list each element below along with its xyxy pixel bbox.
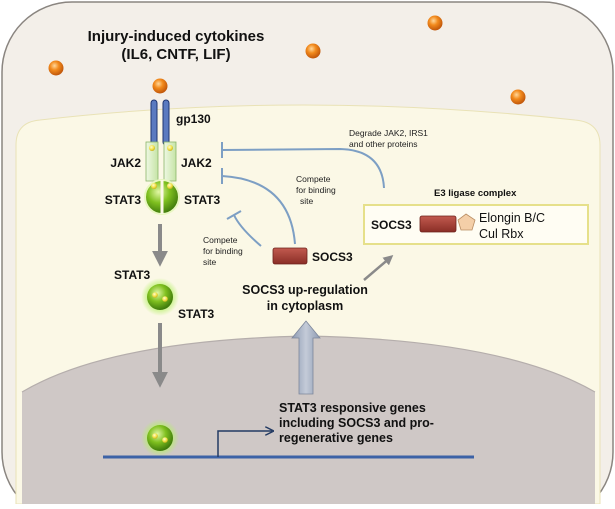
upregulation-arrow	[291, 320, 321, 395]
transcription-start-arrow	[217, 431, 272, 457]
e3-ligase-title: E3 ligase complex	[434, 188, 517, 199]
jak2-right-label: JAK2	[181, 156, 212, 170]
elongin-label-line-2: Cul Rbx	[479, 227, 524, 241]
phosphate-dot	[149, 145, 155, 151]
phosphate-dot	[151, 183, 157, 189]
socs3-complex-label: SOCS3	[371, 218, 412, 232]
inhibition-line-jak2	[221, 175, 296, 245]
genes-label-line-1: STAT3 responsive genes	[279, 401, 426, 415]
phosphate-dot	[152, 292, 158, 298]
genes-label-line-3: regenerative genes	[279, 431, 393, 445]
cytokine-bound-receptor	[152, 78, 168, 94]
title-line-2: (IL6, CNTF, LIF)	[121, 46, 230, 63]
compete-lower-line-2: for binding	[203, 246, 243, 256]
arrow-socs3-to-complex	[363, 255, 394, 281]
degrade-label-line-1: Degrade JAK2, IRS1	[349, 128, 428, 138]
genes-label-line-2: including SOCS3 and pro-	[279, 416, 434, 430]
degrade-label-line-2: and other proteins	[349, 139, 418, 149]
phosphate-dot	[152, 433, 158, 439]
cytokine-ball	[510, 89, 526, 105]
cytokine-ball	[305, 43, 321, 59]
compete-lower-line-3: site	[203, 257, 217, 267]
compete-upper-line-2: for binding	[296, 185, 336, 195]
gp130-receptor-right	[162, 99, 170, 146]
jak2-left-label: JAK2	[110, 156, 141, 170]
phosphate-dot	[162, 437, 168, 443]
elongin-label-line-1: Elongin B/C	[479, 211, 545, 225]
elongin-pentagon	[457, 213, 476, 231]
cytokine-ball	[48, 60, 64, 76]
inhibition-bar-stat3	[226, 210, 242, 220]
stat3-right-label: STAT3	[184, 193, 221, 207]
upregulation-label-line-2: in cytoplasm	[267, 299, 343, 313]
stat3-dimer-top-label: STAT3	[114, 268, 151, 282]
compete-upper-line-1: Compete	[296, 174, 331, 184]
stat3-dimer-bottom-label: STAT3	[178, 307, 215, 321]
compete-upper-line-3: site	[300, 196, 314, 206]
inhibition-line-stat3	[233, 214, 262, 247]
cytokine-ball	[427, 15, 443, 31]
gp130-label: gp130	[176, 112, 211, 126]
stat3-dimer	[147, 284, 173, 310]
e3-ligase-complex-box	[363, 204, 589, 245]
title-line-1: Injury-induced cytokines	[88, 28, 265, 45]
stat3-left-label: STAT3	[105, 193, 142, 207]
upregulation-label-line-1: SOCS3 up-regulation	[242, 283, 368, 297]
socs3-free-protein	[272, 247, 308, 265]
inhibition-line-degrade	[221, 147, 385, 189]
gp130-receptor-left	[150, 99, 158, 146]
phosphate-dot	[162, 296, 168, 302]
socs3-free-label: SOCS3	[312, 250, 353, 264]
socs3-complex-protein	[419, 215, 457, 233]
stat3-nuclear-dimer	[147, 425, 173, 451]
compete-lower-line-1: Compete	[203, 235, 238, 245]
phosphate-dot	[167, 145, 173, 151]
jak2-left-box	[145, 141, 159, 182]
phosphate-dot	[167, 183, 173, 189]
